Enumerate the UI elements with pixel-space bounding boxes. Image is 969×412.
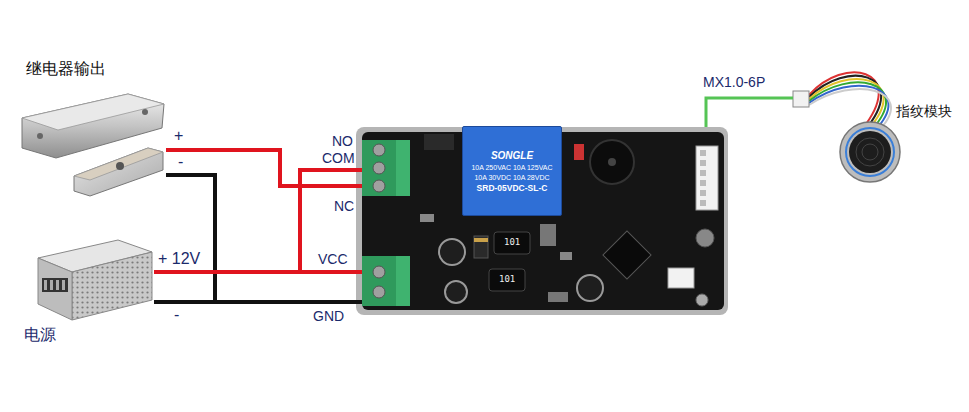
magnetic-lock-part <box>22 94 164 158</box>
control-board-part <box>700 180 706 186</box>
control-board <box>356 127 728 315</box>
pin-name: NC <box>334 199 354 214</box>
control-board-part <box>396 140 410 196</box>
magnetic-lock-part <box>22 94 164 130</box>
control-board-part <box>420 214 434 222</box>
control-board-part <box>474 238 488 242</box>
control-board-part <box>362 140 410 196</box>
magnetic-lock-part <box>74 148 163 196</box>
wire <box>154 300 362 304</box>
brand-name: SONGLE <box>491 150 533 161</box>
control-board-part <box>574 144 584 160</box>
control-board-part <box>700 190 706 196</box>
part-title: 继电器输出 <box>26 60 106 77</box>
control-board-part <box>362 256 410 306</box>
part-title: 电源 <box>24 326 56 343</box>
wire <box>300 170 362 272</box>
control-board-part <box>590 140 634 184</box>
power-supply-part <box>56 280 59 290</box>
control-board-part <box>474 236 488 258</box>
control-board-part <box>424 134 454 150</box>
magnetic-lock <box>22 94 164 196</box>
control-board-part <box>396 256 410 306</box>
part-title: 指纹模块 <box>896 104 952 119</box>
wire-label: + <box>172 127 185 144</box>
wire-label: + 12V <box>156 250 202 267</box>
control-board-part <box>700 200 706 206</box>
wire-label: - <box>176 153 185 170</box>
control-board-part <box>373 266 385 278</box>
control-board-part <box>373 162 385 174</box>
magnetic-lock-group: 继电器输出 <box>18 56 166 198</box>
fingerprint-module-part <box>840 122 900 182</box>
control-board-part <box>373 286 385 298</box>
inductor-marking: 101 <box>499 274 515 285</box>
control-board-part <box>700 150 706 156</box>
control-board-part <box>696 294 708 306</box>
inductor-marking: 101 <box>504 237 520 248</box>
magnetic-lock-part <box>116 162 124 170</box>
power-supply-group: 电源 <box>22 238 154 350</box>
relay-rating: 10A 250VAC 10A 125VAC <box>471 164 552 171</box>
control-board-part <box>696 229 714 247</box>
control-board-part <box>373 180 385 192</box>
control-board-part <box>700 160 706 166</box>
control-board-part <box>489 269 525 291</box>
wire-label: - <box>172 306 181 323</box>
fingerprint-module-part <box>849 131 891 173</box>
control-board-part <box>373 144 385 156</box>
fingerprint-module-part <box>856 138 884 166</box>
model-number: SRD-05VDC-SL-C <box>477 184 548 193</box>
pin-name: NO <box>332 134 353 149</box>
power-supply-part <box>62 280 65 290</box>
control-board-part <box>439 239 465 265</box>
pin-name: GND <box>313 309 344 324</box>
magnetic-lock-part <box>142 109 148 115</box>
control-board-part <box>356 127 728 315</box>
relay-box: SONGLE 10A 250VAC 10A 125VAC 10A 30VDC 10A… <box>462 126 562 216</box>
control-board-part <box>494 232 530 254</box>
magnetic-lock-part <box>37 133 43 139</box>
control-board-part <box>548 292 568 302</box>
fingerprint-module-part <box>793 91 809 107</box>
control-board-part <box>700 170 706 176</box>
control-board-part <box>560 252 572 260</box>
control-board-part <box>445 281 467 303</box>
wire <box>166 175 362 302</box>
pin-name: VCC <box>318 252 348 267</box>
magnetic-lock-part <box>74 148 163 180</box>
power-supply-part <box>42 278 68 292</box>
power-supply-part <box>38 258 72 320</box>
control-board-part <box>668 268 694 288</box>
power-supply-part <box>44 280 47 290</box>
power-supply-part <box>72 252 152 320</box>
control-board-part <box>540 224 556 246</box>
pin-name: COM <box>322 151 355 166</box>
relay-rating: 10A 30VDC 10A 28VDC <box>474 174 549 181</box>
control-board-part <box>603 231 651 279</box>
power-supply-part <box>50 280 53 290</box>
power-terminal: VCCGND <box>362 256 410 306</box>
power-supply <box>38 240 152 320</box>
fingerprint-module-part <box>846 128 894 176</box>
fingerprint-group: 指纹模块 <box>786 74 964 184</box>
control-board-part <box>577 275 603 301</box>
connector-name: MX1.0-6P <box>703 74 765 91</box>
fingerprint-module-part <box>809 89 891 128</box>
relay-terminal: NOCOMNC <box>362 140 410 196</box>
fingerprint-module-part <box>862 144 878 160</box>
control-board-part <box>696 146 718 210</box>
fingerprint-module <box>793 72 900 182</box>
control-board-part <box>608 158 616 166</box>
